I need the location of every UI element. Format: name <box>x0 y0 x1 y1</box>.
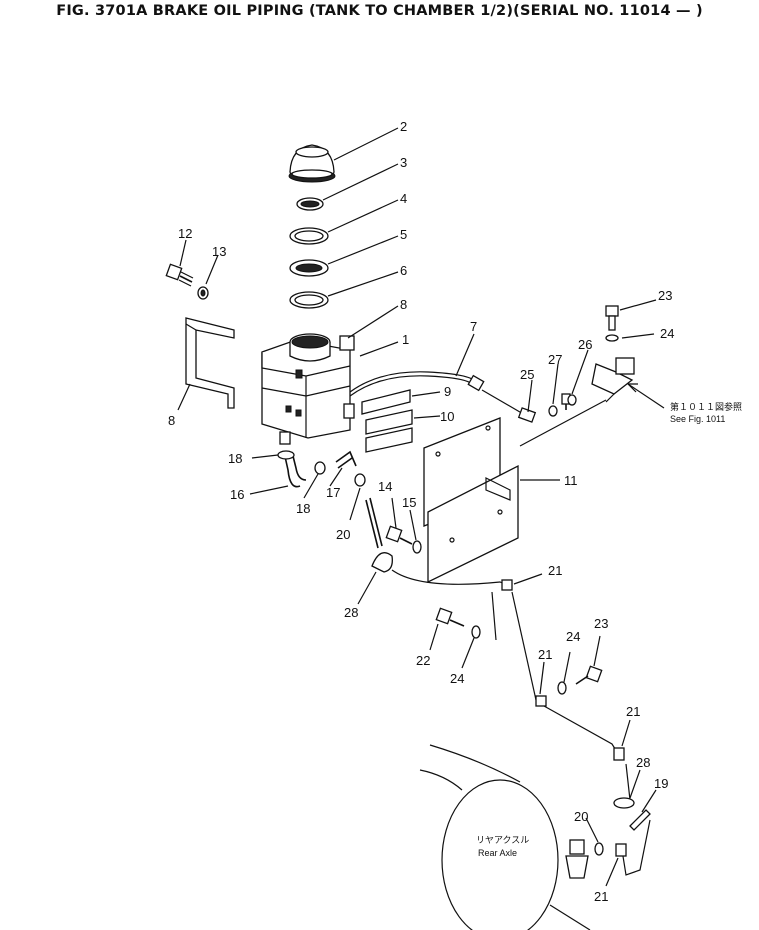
bracket-part-8-left <box>185 317 235 409</box>
hose-part-17 <box>335 450 357 469</box>
callout-18-b: 18 <box>296 501 310 516</box>
callout-22: 22 <box>416 653 430 668</box>
leader-lines <box>177 127 665 887</box>
clamp-part-21-a <box>501 579 513 591</box>
callout-12: 12 <box>178 226 192 241</box>
callout-24-c: 24 <box>566 629 580 644</box>
callout-28-a: 28 <box>344 605 358 620</box>
bolt-part-12 <box>165 263 194 287</box>
rear-axle-outline <box>419 744 591 930</box>
cushion-part-9 <box>361 389 411 415</box>
cushion-part-10 <box>365 409 413 453</box>
reference-note: 第１０１１図参照 See Fig. 1011 <box>670 401 742 424</box>
reference-note-en: See Fig. 1011 <box>670 414 725 424</box>
clip-part-18-a <box>277 450 295 460</box>
callout-8-top: 8 <box>400 297 407 312</box>
oil-tank-part-1 <box>261 333 355 445</box>
tank-cap-part-2 <box>288 144 336 183</box>
pipe-stem <box>365 497 383 549</box>
clamp-part-21-b <box>535 695 547 707</box>
callout-3: 3 <box>400 155 407 170</box>
hose-part-16 <box>283 451 307 488</box>
callout-1: 1 <box>402 332 409 347</box>
callout-7: 7 <box>470 319 477 334</box>
callout-20-a: 20 <box>336 527 350 542</box>
callout-21-b: 21 <box>538 647 552 662</box>
washer-part-24-c <box>557 681 567 695</box>
callout-28-b: 28 <box>636 755 650 770</box>
clamp-part-21-d <box>615 843 627 857</box>
callout-18-a: 18 <box>228 451 242 466</box>
callout-9: 9 <box>444 384 451 399</box>
rear-axle-label-en: Rear Axle <box>478 848 517 858</box>
clip-part-20-b <box>594 842 604 856</box>
plate-part-11 <box>423 417 519 584</box>
callout-10: 10 <box>440 409 454 424</box>
strainer-part-3 <box>296 197 324 211</box>
callout-26: 26 <box>578 337 592 352</box>
callout-11: 11 <box>564 473 578 488</box>
callout-23-b: 23 <box>594 616 608 631</box>
callout-4: 4 <box>400 191 407 206</box>
callout-23-top: 23 <box>658 288 672 303</box>
callout-19: 19 <box>654 776 668 791</box>
washer-part-13 <box>197 286 209 300</box>
clip-part-18-b <box>314 461 326 475</box>
callout-21-a: 21 <box>548 563 562 578</box>
callout-14: 14 <box>378 479 392 494</box>
callout-25: 25 <box>520 367 534 382</box>
callout-21-c: 21 <box>626 704 640 719</box>
callout-2: 2 <box>400 119 407 134</box>
callout-6: 6 <box>400 263 407 278</box>
callout-21-d: 21 <box>594 889 608 904</box>
rear-axle-label-jp: リヤアクスル <box>476 835 529 845</box>
washer-part-15 <box>412 540 422 554</box>
pipe-part-7 <box>349 371 526 416</box>
ring-part-5 <box>289 259 329 277</box>
bolt-part-23-lower <box>575 665 603 685</box>
clip-part-20-a <box>354 473 366 487</box>
bolt-part-22 <box>435 607 465 627</box>
callout-24-b: 24 <box>450 671 464 686</box>
brake-chamber-fitting <box>565 839 589 879</box>
callout-20-b: 20 <box>574 809 588 824</box>
clamp-part-25 <box>517 407 537 423</box>
cap-part-28-a <box>371 552 393 573</box>
bolt-part-23-top <box>605 305 619 331</box>
reference-note-jp: 第１０１１図参照 <box>670 401 742 412</box>
clamp-part-21-c <box>613 747 625 761</box>
nut-part-27 <box>548 405 558 417</box>
callout-16: 16 <box>230 487 244 502</box>
bolt-part-26 <box>561 393 577 410</box>
callout-24-top: 24 <box>660 326 674 341</box>
cap-part-28-b <box>613 797 635 809</box>
callout-27: 27 <box>548 352 562 367</box>
pin-part-19 <box>629 809 651 831</box>
rear-axle-label: リヤアクスル Rear Axle <box>476 835 529 858</box>
callout-13: 13 <box>212 244 226 259</box>
gasket-part-6 <box>289 291 329 309</box>
callout-5: 5 <box>400 227 407 242</box>
brake-pipe-main <box>391 569 651 876</box>
callout-8-left: 8 <box>168 413 175 428</box>
callout-17: 17 <box>326 485 340 500</box>
washer-part-24-b <box>471 625 481 639</box>
mounting-plate <box>519 357 635 447</box>
bolt-part-14 <box>385 525 413 545</box>
ring-part-4 <box>289 227 329 245</box>
washer-part-24-top <box>605 334 619 342</box>
figure-title: FIG. 3701A BRAKE OIL PIPING (TANK TO CHA… <box>56 3 703 19</box>
callout-labels: 2 3 4 5 6 8 1 12 13 8 7 9 10 23 24 26 27… <box>168 119 674 904</box>
callout-15: 15 <box>402 495 416 510</box>
